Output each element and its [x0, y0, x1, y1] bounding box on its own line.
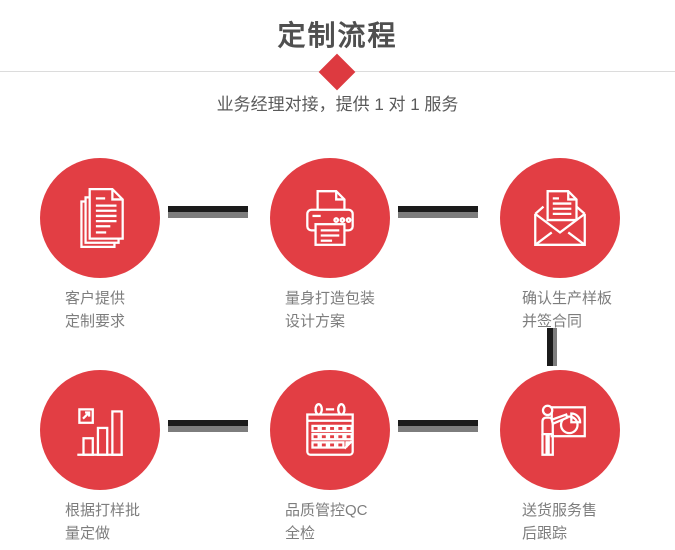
connector-horizontal: [168, 206, 248, 218]
step-label-2: 量身打造包装 设计方案: [285, 287, 375, 333]
documents-icon: [80, 187, 124, 249]
step-label-line: 品质管控QC: [285, 502, 368, 519]
step-circle-4: [40, 370, 160, 490]
step-circle-5: [270, 370, 390, 490]
step-label-line: 设计方案: [285, 313, 346, 330]
step-label-line: 送货服务售: [522, 502, 598, 519]
connector-vertical: [547, 328, 557, 366]
connector-horizontal: [168, 420, 248, 432]
calendar-icon: [306, 403, 354, 456]
step-circle-3: [500, 158, 620, 278]
page-title: 定制流程: [277, 20, 398, 51]
step-circle-2: [270, 158, 390, 278]
subtitle: 业务经理对接，提供 1 对 1 服务: [216, 95, 459, 114]
step-label-line: 客户提供: [65, 290, 126, 307]
step-label-line: 量身打造包装: [285, 290, 376, 307]
envelope-icon: [534, 190, 586, 246]
step-label-line: 量定做: [65, 525, 111, 542]
step-label-line: 后跟踪: [522, 525, 568, 542]
step-label-line: 确认生产样板: [522, 290, 613, 307]
step-label-line: 根据打样批: [65, 502, 141, 519]
diamond-icon: [318, 53, 356, 91]
connector-horizontal: [398, 420, 478, 432]
step-label-line: 定制要求: [65, 313, 126, 330]
step-label-3: 确认生产样板 并签合同: [522, 287, 612, 333]
step-label-4: 根据打样批 量定做: [65, 499, 140, 545]
printer-icon: [306, 190, 354, 246]
step-label-1: 客户提供 定制要求: [65, 287, 125, 333]
presentation-icon: [541, 404, 586, 456]
step-label-5: 品质管控QC 全检: [285, 499, 368, 545]
step-label-line: 并签合同: [522, 313, 583, 330]
step-label-line: 全检: [285, 525, 316, 542]
step-label-6: 送货服务售 后跟踪: [522, 499, 597, 545]
step-circle-1: [40, 158, 160, 278]
step-circle-6: [500, 370, 620, 490]
connector-horizontal: [398, 206, 478, 218]
bar-chart-icon: [77, 408, 123, 456]
